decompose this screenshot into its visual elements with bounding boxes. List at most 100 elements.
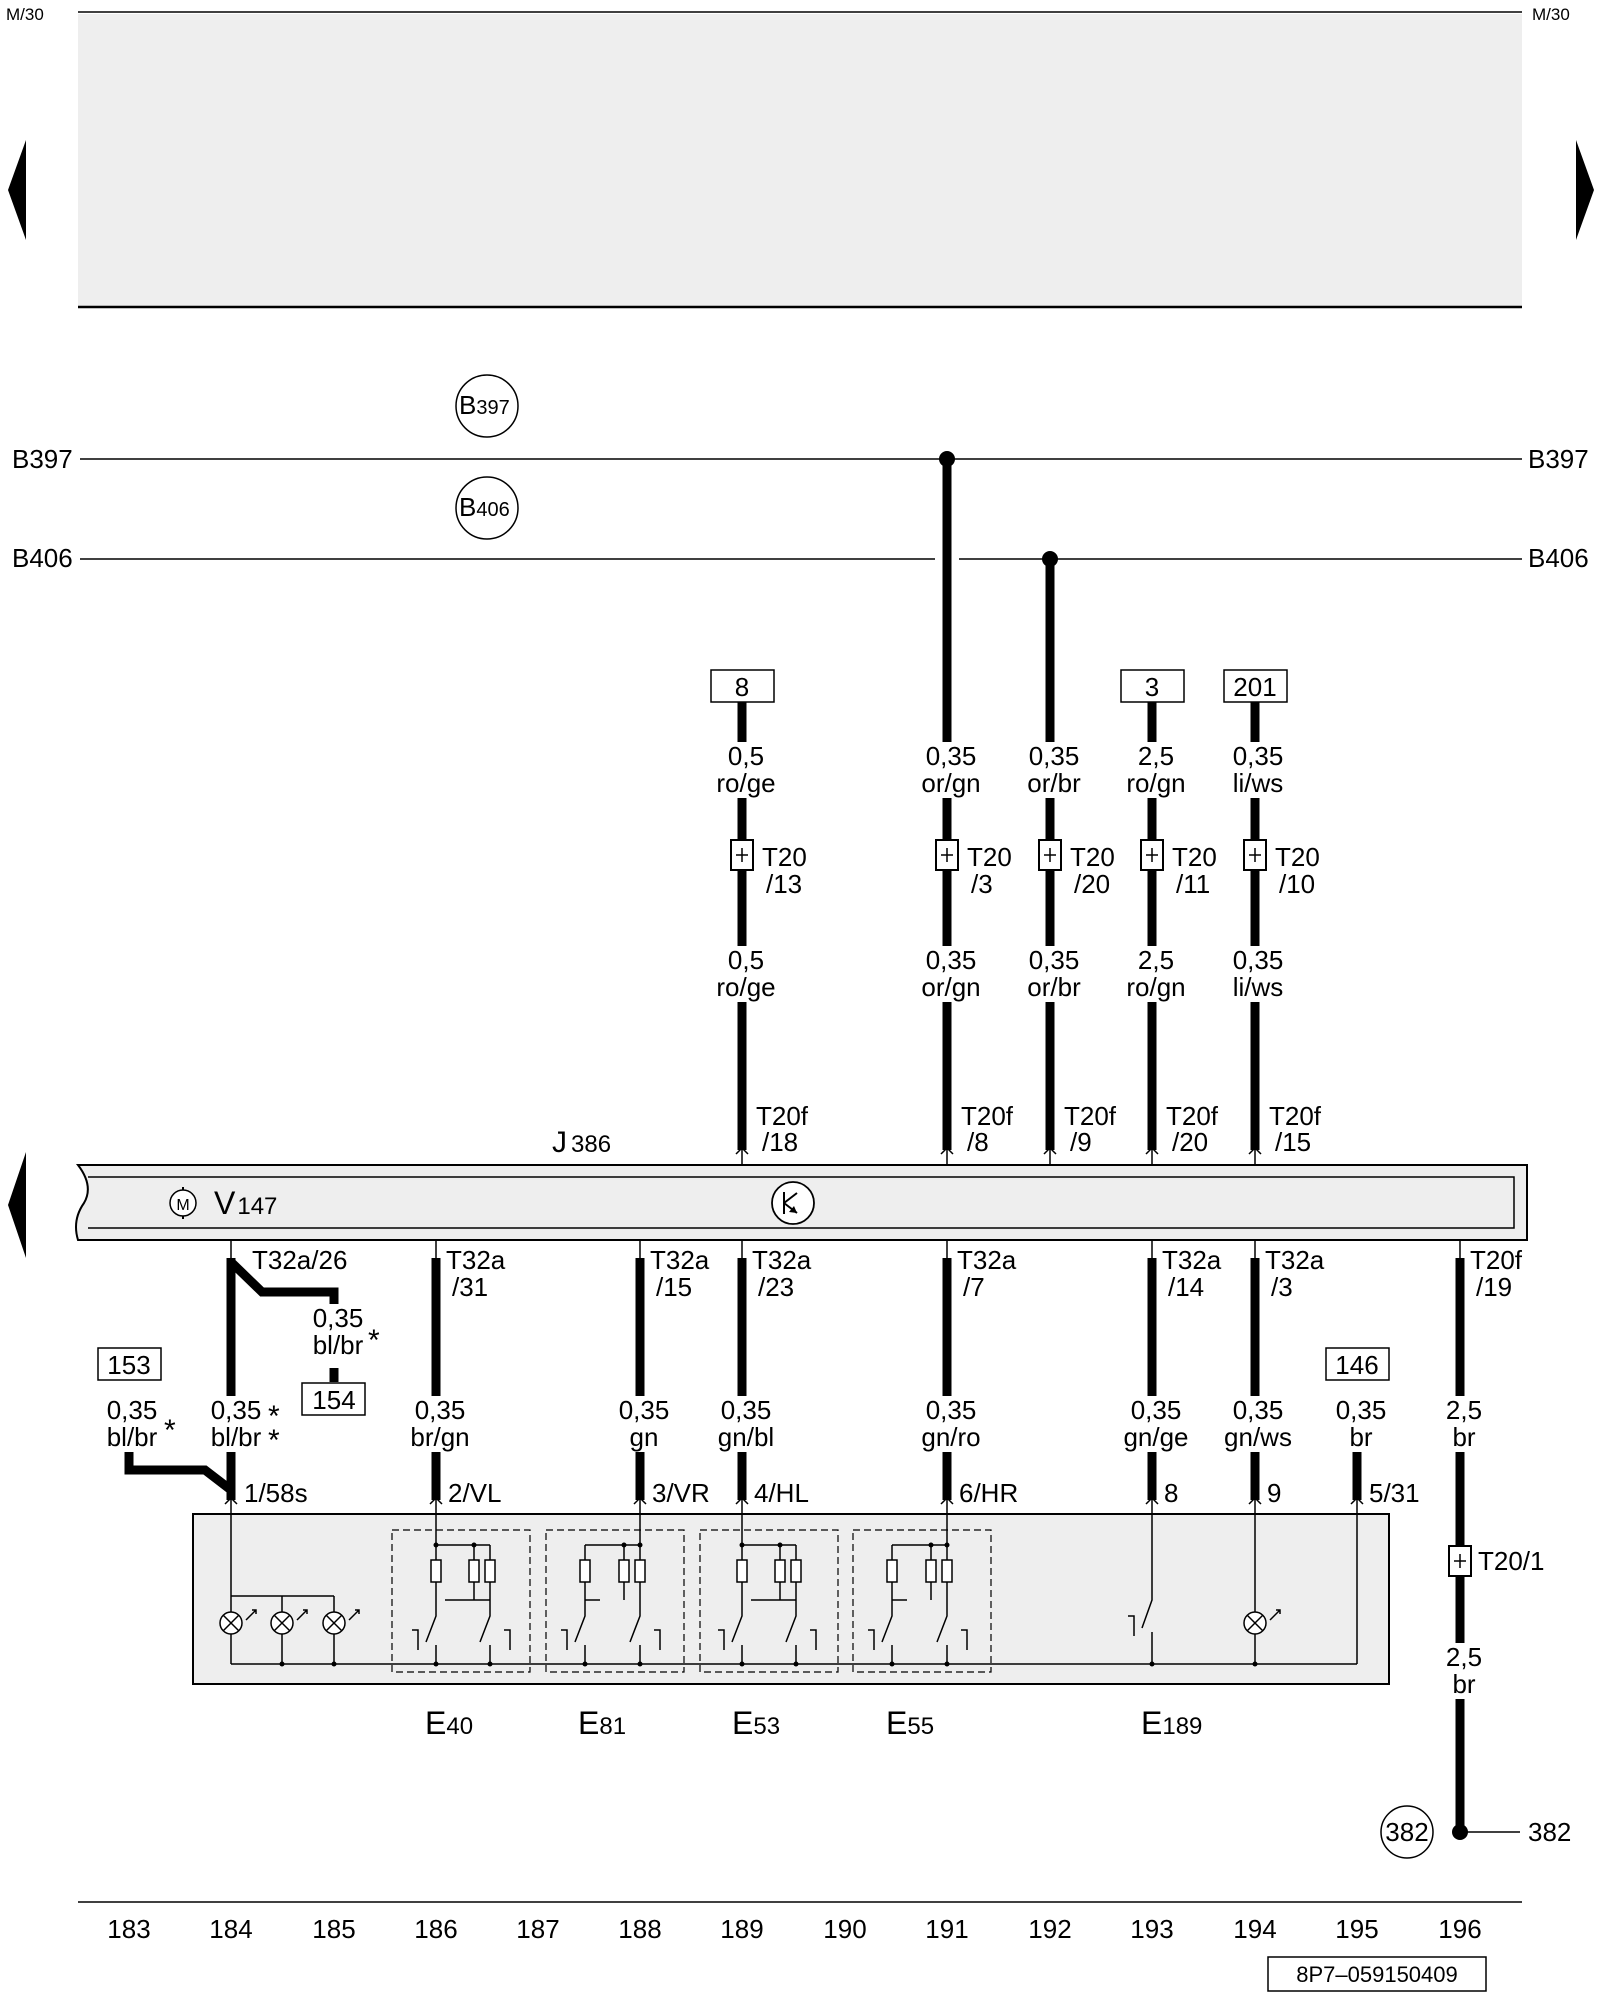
- svg-text:*: *: [368, 1324, 380, 1357]
- svg-text:/15: /15: [1275, 1127, 1311, 1157]
- ref-m30-right: M/30: [1532, 5, 1570, 24]
- svg-text:/15: /15: [656, 1272, 692, 1302]
- svg-text:/19: /19: [1476, 1272, 1512, 1302]
- svg-text:gn/bl: gn/bl: [718, 1422, 774, 1452]
- track-190: 190: [823, 1914, 866, 1944]
- svg-text:0,35: 0,35: [1233, 945, 1284, 975]
- svg-text:2/VL: 2/VL: [448, 1478, 502, 1508]
- svg-text:0,35: 0,35: [313, 1303, 364, 1333]
- svg-text:T20f: T20f: [1064, 1101, 1117, 1131]
- track-191: 191: [925, 1914, 968, 1944]
- module-bottom-pins: [230, 1240, 1461, 1258]
- svg-text:T20: T20: [967, 842, 1012, 872]
- svg-text:9: 9: [1267, 1478, 1281, 1508]
- page-prev-arrow-icon[interactable]: [8, 140, 26, 240]
- doc-id-label: 8P7–059150409: [1296, 1962, 1458, 1987]
- svg-text:/20: /20: [1172, 1127, 1208, 1157]
- svg-text:/18: /18: [762, 1127, 798, 1157]
- svg-text:*: *: [164, 1414, 176, 1447]
- svg-text:/9: /9: [1070, 1127, 1092, 1157]
- svg-text:ro/gn: ro/gn: [1126, 768, 1185, 798]
- ref-box-146-label: 146: [1335, 1350, 1378, 1380]
- svg-text:T20f: T20f: [1269, 1101, 1322, 1131]
- component-e55-label: E55: [886, 1705, 934, 1741]
- track-196: 196: [1438, 1914, 1481, 1944]
- continue-left-arrow-icon[interactable]: [8, 1152, 26, 1258]
- component-e189-label: E189: [1141, 1705, 1202, 1741]
- ref-box-201-label: 201: [1233, 672, 1276, 702]
- ref-box-153-label: 153: [107, 1350, 150, 1380]
- svg-text:ro/gn: ro/gn: [1126, 972, 1185, 1002]
- ref-box-8-label: 8: [735, 672, 749, 702]
- svg-text:0,35: 0,35: [415, 1395, 466, 1425]
- svg-text:0,35: 0,35: [721, 1395, 772, 1425]
- ref-box-146: [1325, 1347, 1390, 1381]
- svg-text:/31: /31: [452, 1272, 488, 1302]
- track-186: 186: [414, 1914, 457, 1944]
- svg-text:/3: /3: [971, 869, 993, 899]
- svg-text:/3: /3: [1271, 1272, 1293, 1302]
- bus-b397-right-label: B397: [1528, 444, 1589, 474]
- ref-box-201: [1223, 669, 1288, 703]
- wire-labels-191: 0,35 or/gn 0,35 or/gn T20 /3 T20f /8: [918, 741, 1014, 1157]
- bus-b397-circle-label: B397: [459, 390, 510, 420]
- ref-box-153: [97, 1347, 162, 1381]
- svg-text:/13: /13: [766, 869, 802, 899]
- svg-text:6/HR: 6/HR: [959, 1478, 1018, 1508]
- svg-text:T20: T20: [1275, 842, 1320, 872]
- svg-text:br/gn: br/gn: [410, 1422, 469, 1452]
- svg-text:or/br: or/br: [1027, 972, 1081, 1002]
- ground-382-label: 382: [1528, 1817, 1571, 1847]
- svg-text:0,35: 0,35: [1029, 945, 1080, 975]
- ref-box-8: [710, 669, 775, 703]
- svg-text:2,5: 2,5: [1138, 741, 1174, 771]
- svg-text:2,5: 2,5: [1138, 945, 1174, 975]
- lamp-icon: [322, 1596, 360, 1664]
- svg-text:or/br: or/br: [1027, 768, 1081, 798]
- svg-text:T20: T20: [1172, 842, 1217, 872]
- svg-text:li/ws: li/ws: [1233, 972, 1284, 1002]
- svg-text:/8: /8: [967, 1127, 989, 1157]
- component-e40-label: E40: [425, 1705, 473, 1741]
- track-183: 183: [107, 1914, 150, 1944]
- svg-text:ro/ge: ro/ge: [716, 768, 775, 798]
- lamp-icon: [219, 1609, 257, 1635]
- motor-icon-symbol: M: [176, 1197, 189, 1214]
- svg-text:gn/ro: gn/ro: [921, 1422, 980, 1452]
- svg-text:2,5: 2,5: [1446, 1395, 1482, 1425]
- svg-text:T32a: T32a: [650, 1245, 710, 1275]
- svg-text:0,5: 0,5: [728, 945, 764, 975]
- track-193: 193: [1130, 1914, 1173, 1944]
- track-192: 192: [1028, 1914, 1071, 1944]
- svg-text:0,35: 0,35: [926, 741, 977, 771]
- svg-text:T32a: T32a: [1265, 1245, 1325, 1275]
- svg-text:br: br: [1452, 1422, 1475, 1452]
- module-top-pins: [735, 1146, 1262, 1165]
- bus-b397-left-label: B397: [12, 444, 73, 474]
- switch-e189: [1128, 1514, 1153, 1664]
- svg-text:/20: /20: [1074, 869, 1110, 899]
- svg-text:T32a: T32a: [957, 1245, 1017, 1275]
- track-188: 188: [618, 1914, 661, 1944]
- ref-m30-left: M/30: [6, 5, 44, 24]
- svg-text:0,35: 0,35: [1131, 1395, 1182, 1425]
- svg-text:T20: T20: [1070, 842, 1115, 872]
- svg-text:4/HL: 4/HL: [754, 1478, 809, 1508]
- svg-text:5/31: 5/31: [1369, 1478, 1420, 1508]
- ref-box-154: [301, 1382, 366, 1416]
- track-189: 189: [720, 1914, 763, 1944]
- switch-block-e53: [699, 1514, 839, 1673]
- lower-wire-labels: T32a/26 0,35 bl/br * 0,35 bl/br * 0,35 b…: [97, 1245, 1545, 1699]
- svg-text:bl/br: bl/br: [107, 1422, 158, 1452]
- ref-box-3-label: 3: [1145, 672, 1159, 702]
- lamp-icon: [270, 1596, 308, 1664]
- svg-text:1/58s: 1/58s: [244, 1478, 308, 1508]
- svg-text:2,5: 2,5: [1446, 1642, 1482, 1672]
- page-next-arrow-icon[interactable]: [1576, 140, 1594, 240]
- indicator-lamp-icon: [1243, 1514, 1281, 1664]
- svg-text:0,35: 0,35: [211, 1395, 262, 1425]
- track-194: 194: [1233, 1914, 1276, 1944]
- transistor-icon: [771, 1181, 815, 1225]
- bus-b406-left-label: B406: [12, 543, 73, 573]
